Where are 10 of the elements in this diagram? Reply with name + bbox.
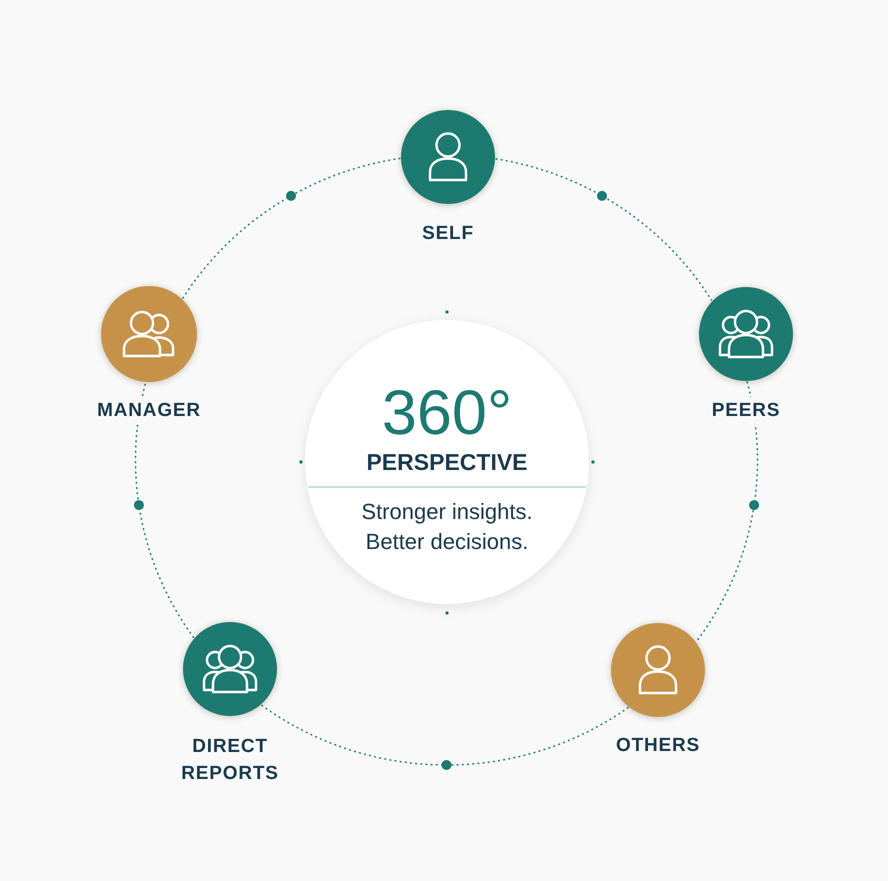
dotted-arc-line	[182, 158, 401, 299]
role-label: MANAGER	[97, 397, 201, 424]
dotted-arc-line	[134, 382, 194, 638]
dotted-arc-line	[495, 158, 712, 301]
big-number: 360°	[382, 382, 512, 445]
tagline: Stronger insights. Better decisions.	[360, 498, 534, 556]
heading: PERSPECTIVE	[366, 449, 528, 475]
dotted-arc-line	[260, 704, 630, 766]
role-label: PEERS	[712, 397, 780, 424]
dotted-arc-line	[696, 381, 758, 642]
